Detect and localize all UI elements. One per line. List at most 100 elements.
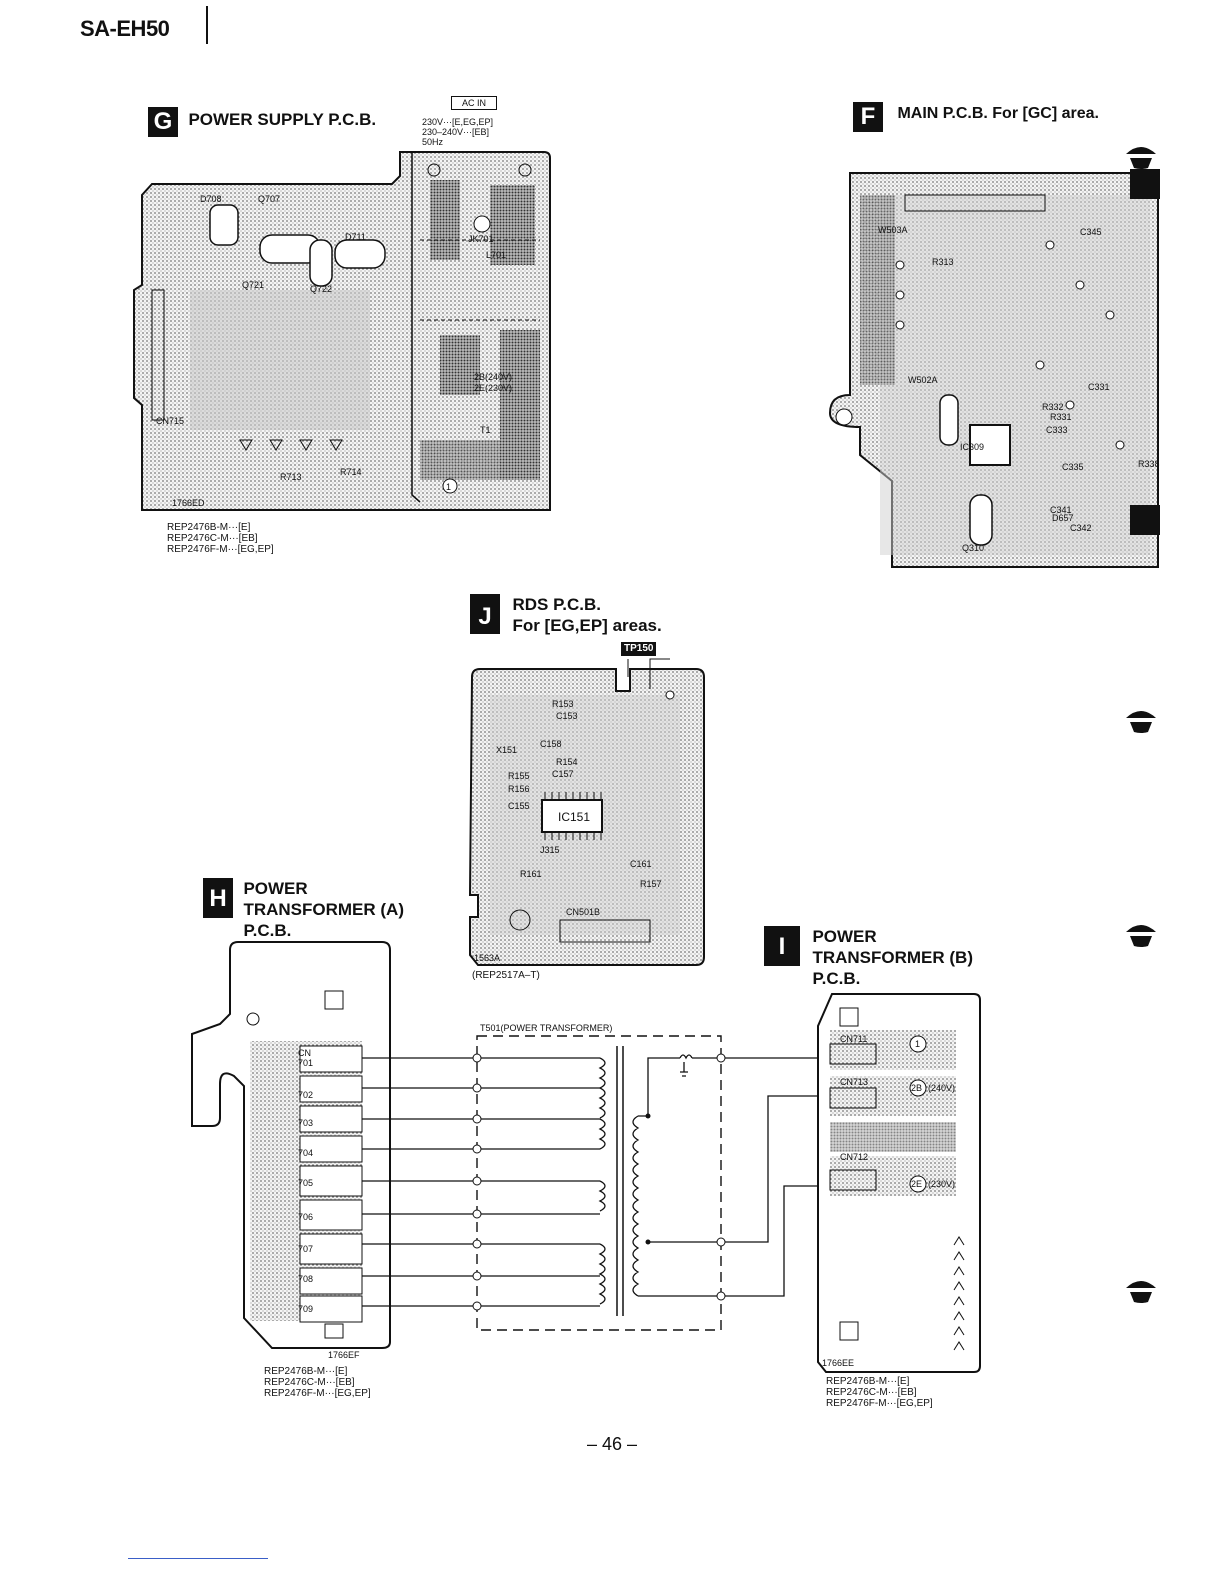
model-number: SA-EH50 (80, 16, 170, 41)
ps-label-l701: L701 (486, 250, 506, 260)
section-letter-j: J (470, 594, 500, 634)
tp150-label: TP150 (621, 642, 657, 656)
main-label-r332: R332 (1042, 402, 1064, 412)
main-label-ic309: IC309 (960, 442, 984, 452)
main-label-c335: C335 (1062, 462, 1084, 472)
registration-mark-2 (1126, 711, 1156, 733)
section-letter-g: G (148, 107, 178, 137)
rds-title: RDS P.C.B. For [EG,EP] areas. (512, 594, 661, 636)
rds-label-c157: C157 (552, 769, 574, 779)
ps-label-q722: Q722 (310, 284, 332, 294)
page-number: – 46 – (586, 1434, 638, 1454)
ps-label-t1: T1 (480, 425, 491, 435)
trans-b-cn713: CN713 (840, 1077, 868, 1087)
trans-b-cn712: CN712 (840, 1152, 868, 1162)
trans-a-title-line-2: TRANSFORMER (A) (243, 900, 404, 919)
trans-a-board-code: 1766EF (328, 1350, 360, 1360)
trans-a-cn-707: 707 (298, 1244, 313, 1254)
trans-a-cn-702: 702 (298, 1090, 313, 1100)
registration-mark-3 (1126, 925, 1156, 947)
rds-label-r153: R153 (552, 699, 574, 709)
trans-a-cn-705: 705 (298, 1178, 313, 1188)
rds-board: R153 C153 C158 R154 R155 C157 R156 IC151… (468, 658, 705, 966)
voltage-spec: 230V···[E,EG,EP] 230–240V···[EB] 50Hz (422, 117, 493, 147)
main-label-d657: D657 (1052, 513, 1074, 523)
main-label-c333: C333 (1046, 425, 1068, 435)
rds-label-c153: C153 (556, 711, 578, 721)
trans-a-cn-704: 704 (298, 1148, 313, 1158)
main-board: W503A R313 C345 W502A IC309 Q310 D657 R3… (828, 169, 1160, 568)
main-label-c341: C341 (1050, 505, 1072, 515)
section-letter-h: H (203, 878, 233, 918)
rds-label-x151: X151 (496, 745, 517, 755)
trans-a-title-line-1: POWER (243, 879, 308, 898)
main-label-c342: C342 (1070, 523, 1092, 533)
bottom-rule (128, 1558, 268, 1559)
voltage-line-3: 50Hz (422, 137, 444, 147)
trans-b-part-2: REP2476C-M···[EB] (826, 1387, 917, 1398)
ps-label-cn715: CN715 (156, 416, 184, 426)
rds-label-cn501b: CN501B (566, 907, 600, 917)
trans-b-part-numbers: REP2476B-M···[E] REP2476C-M···[EB] REP24… (826, 1376, 933, 1409)
section-i-heading: I POWER TRANSFORMER (B) P.C.B. (764, 926, 973, 989)
section-j-heading: J RDS P.C.B. For [EG,EP] areas. (470, 594, 662, 636)
transformer-wiring: CN 701 702 703 704 705 706 707 708 709 1… (191, 941, 830, 1360)
rds-label-c158: C158 (540, 739, 562, 749)
trans-a-cn-703: 703 (298, 1118, 313, 1128)
ps-label-jk701: JK701 (468, 234, 494, 244)
trans-a-cn-701: 701 (298, 1058, 313, 1068)
section-h-heading: H POWER TRANSFORMER (A) P.C.B. (203, 878, 404, 941)
rds-label-r155: R155 (508, 771, 530, 781)
main-label-r331: R331 (1050, 412, 1072, 422)
rds-label-c155: C155 (508, 801, 530, 811)
trans-b-part-1: REP2476B-M···[E] (826, 1376, 910, 1387)
rds-label-r157: R157 (640, 879, 662, 889)
ac-in-label: AC IN (451, 96, 497, 110)
header-divider (206, 6, 208, 44)
main-label-r313: R313 (932, 257, 954, 267)
voltage-line-2: 230–240V···[EB] (422, 127, 490, 137)
ps-label-2b: 2B(240V) (474, 372, 512, 382)
rds-label-c161: C161 (630, 859, 652, 869)
trans-a-title-line-3: P.C.B. (243, 921, 292, 940)
ps-label-d708: D708 (200, 194, 222, 204)
trans-a-title: POWER TRANSFORMER (A) P.C.B. (243, 878, 404, 941)
trans-b-title-line-3: P.C.B. (812, 969, 861, 988)
transformer-label: T501(POWER TRANSFORMER) (480, 1023, 612, 1033)
main-label-q310: Q310 (962, 543, 984, 553)
trans-b-part-3: REP2476F-M···[EG,EP] (826, 1398, 933, 1409)
section-letter-f: F (853, 102, 883, 132)
trans-b-cn711: CN711 (840, 1034, 867, 1044)
rds-part-number: (REP2517A–T) (472, 970, 540, 981)
trans-a-part-1: REP2476B-M···[E] (264, 1366, 348, 1377)
ps-label-2e: 2E(230V) (474, 383, 512, 393)
trans-b-terminal-2b: 2B (911, 1083, 922, 1093)
trans-a-cn-708: 708 (298, 1274, 313, 1284)
rds-title-line-1: RDS P.C.B. (512, 595, 601, 614)
registration-mark-1 (1126, 147, 1156, 169)
ps-label-d711: D711 (345, 232, 366, 242)
main-title: MAIN P.C.B. For [GC] area. (897, 105, 1099, 122)
trans-b-terminal-1: 1 (915, 1039, 920, 1049)
section-letter-i: I (764, 926, 800, 966)
ps-label-r714: R714 (340, 467, 362, 477)
power-supply-board: D708 Q707 D711 Q721 Q722 JK701 L701 CN71… (133, 151, 551, 511)
trans-b-title-line-1: POWER (812, 927, 877, 946)
trans-b-title-line-2: TRANSFORMER (B) (812, 948, 973, 967)
section-f-heading: F MAIN P.C.B. For [GC] area. (853, 102, 1099, 132)
main-label-c345: C345 (1080, 227, 1102, 237)
ps-label-1: 1 (446, 482, 451, 492)
ps-part-numbers: REP2476B-M···[E] REP2476C-M···[EB] REP24… (167, 522, 274, 555)
main-label-r338: R338 (1138, 459, 1160, 469)
ps-part-2: REP2476C-M···[EB] (167, 533, 258, 544)
power-supply-title: POWER SUPPLY P.C.B. (188, 110, 377, 129)
section-g-heading: G POWER SUPPLY P.C.B. (148, 107, 376, 137)
rds-label-j315: J315 (540, 845, 560, 855)
main-label-c331: C331 (1088, 382, 1110, 392)
main-label-w503a: W503A (878, 225, 908, 235)
rds-label-r156: R156 (508, 784, 530, 794)
trans-b-board-code: 1766EE (822, 1358, 854, 1368)
trans-a-part-numbers: REP2476B-M···[E] REP2476C-M···[EB] REP24… (264, 1366, 371, 1399)
trans-b-note-240: (240V) (928, 1083, 955, 1093)
